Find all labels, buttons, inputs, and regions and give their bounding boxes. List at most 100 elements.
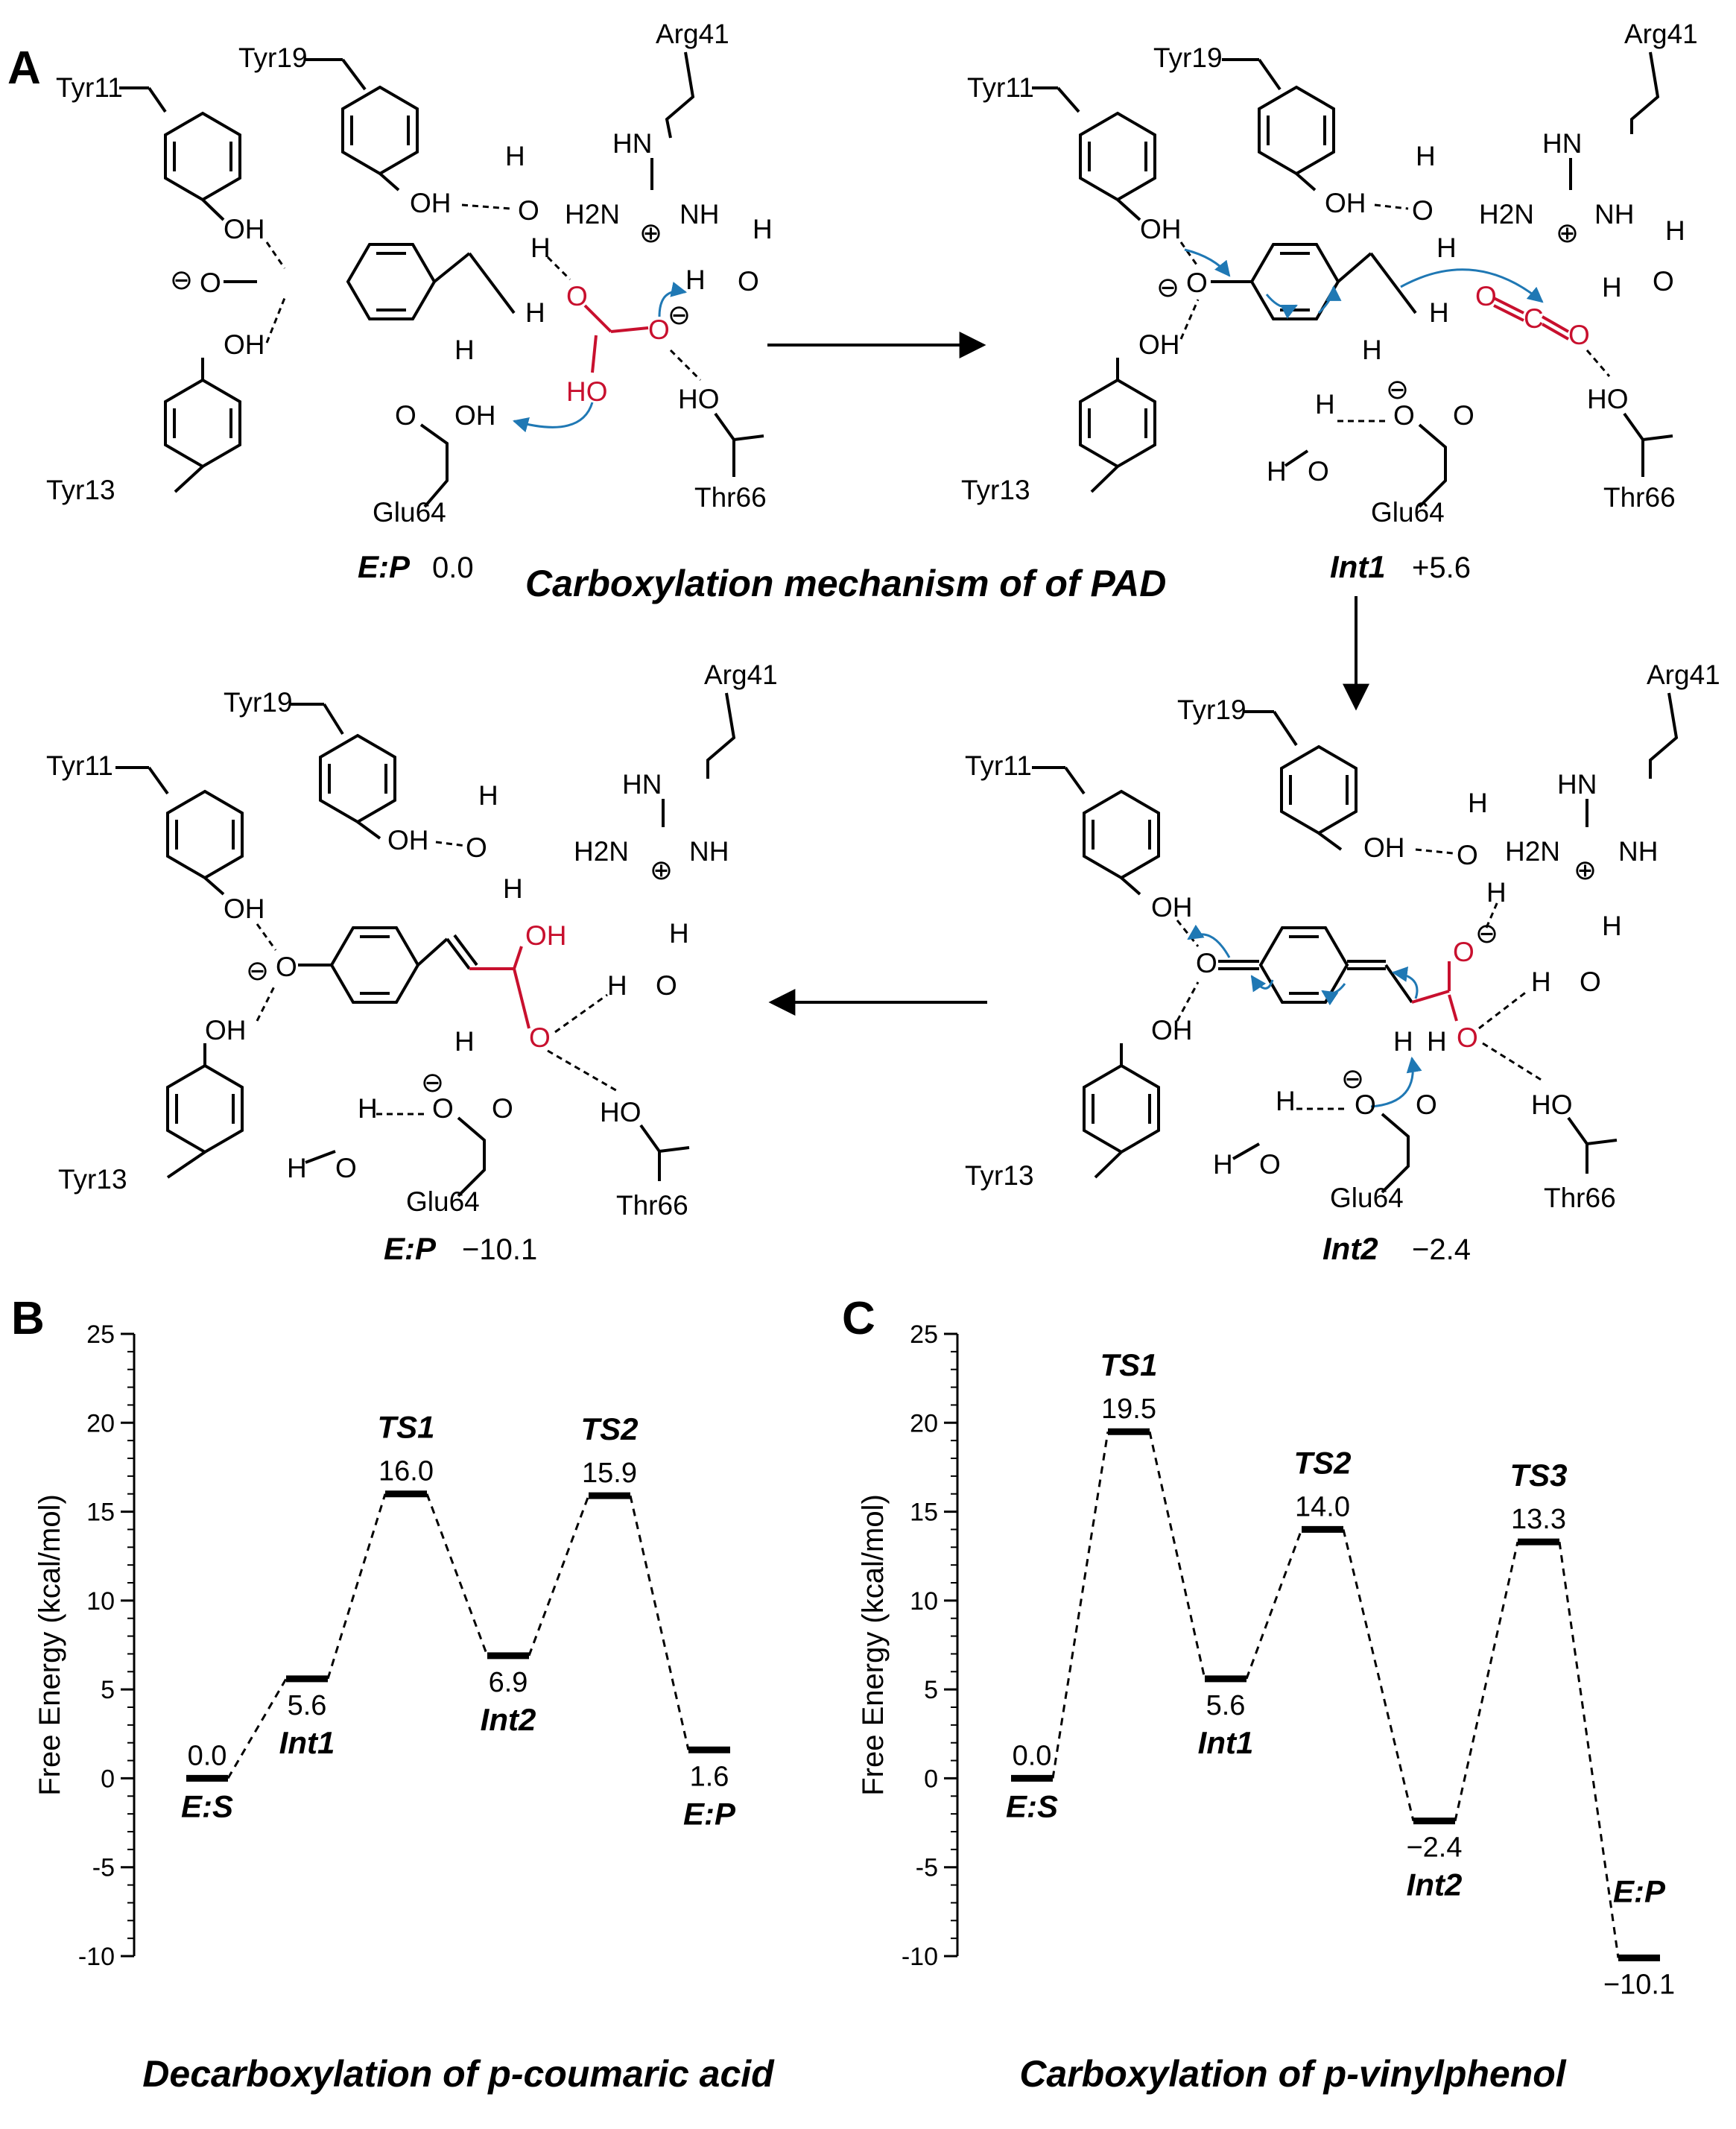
energy-value-label: 0.0: [1013, 1740, 1052, 1771]
atom-h: H: [358, 1093, 378, 1124]
atom-h: H: [454, 1026, 475, 1057]
atom-h: H: [503, 873, 523, 904]
atom-h: H: [1315, 389, 1335, 420]
energy-value-label: 0.0: [188, 1740, 227, 1771]
atom-h: H: [685, 265, 706, 295]
atom-ho: HO: [678, 384, 720, 414]
atom-h: H: [607, 970, 627, 1001]
connector-line: [226, 1678, 288, 1780]
atom-plus: ⊕: [1574, 855, 1597, 885]
state-label: Int2: [1407, 1867, 1463, 1902]
residue-label-glu64: Glu64: [1371, 497, 1445, 528]
atom-h: H: [1393, 1026, 1413, 1057]
energy-value-label: 1.6: [690, 1761, 729, 1792]
atom-h: H: [1531, 967, 1551, 997]
atom-h: H: [530, 232, 551, 263]
y-tick-label: 10: [86, 1587, 115, 1616]
atom-minus: ⊖: [668, 300, 691, 330]
atom-oh: OH: [1140, 214, 1182, 244]
energy-value-label: 6.9: [489, 1667, 528, 1698]
y-tick-label: 20: [86, 1409, 115, 1437]
residue-label-tyr11: Tyr11: [56, 72, 123, 103]
atom-ho: HO: [1531, 1089, 1573, 1120]
y-tick-label: -10: [902, 1943, 938, 1971]
atom-oh: OH: [1151, 1015, 1193, 1045]
state-name-4: E:P: [384, 1231, 437, 1266]
atom-hn: HN: [612, 128, 652, 159]
atom-o: O: [1355, 1089, 1376, 1120]
energy-value-label: −10.1: [1603, 1969, 1675, 2000]
scheme-state-2: Tyr11 OH Tyr19 OH O H H ⊖ O H H OH Tyr1: [961, 19, 1698, 584]
residue-label-tyr13: Tyr13: [46, 475, 115, 505]
atom-plus: ⊕: [1556, 218, 1579, 248]
atom-ho: HO: [600, 1097, 642, 1127]
atom-h: H: [525, 297, 545, 328]
atom-o: O: [1453, 937, 1474, 967]
state-label: Int1: [279, 1725, 335, 1760]
scheme-title: Carboxylation mechanism of of PAD: [525, 563, 1166, 604]
residue-label-tyr11: Tyr11: [967, 72, 1034, 103]
atom-ho: HO: [566, 376, 608, 407]
atom-o: O: [1568, 320, 1590, 350]
state-label: Int1: [1198, 1725, 1254, 1760]
atom-oh: OH: [454, 400, 496, 431]
chart-caption: Carboxylation of p-vinylphenol: [1019, 2053, 1566, 2095]
y-axis-label: Free Energy (kcal/mol): [34, 1494, 66, 1796]
atom-h: H: [1276, 1086, 1296, 1116]
residue-label-tyr11: Tyr11: [965, 750, 1032, 781]
y-tick-label: -5: [92, 1854, 115, 1882]
atom-o: O: [1412, 195, 1434, 226]
residue-label-tyr11: Tyr11: [46, 750, 113, 781]
atom-o: O: [1475, 281, 1497, 311]
residue-label-tyr13: Tyr13: [965, 1160, 1034, 1191]
state-label: TS2: [580, 1411, 638, 1446]
atom-minus: ⊖: [421, 1067, 444, 1098]
residue-label-arg41: Arg41: [656, 19, 729, 49]
connector-line: [326, 1493, 387, 1680]
residue-label-tyr13: Tyr13: [961, 475, 1030, 505]
atom-ho: HO: [1587, 384, 1629, 414]
atom-oh: OH: [387, 825, 429, 855]
atom-o: O: [656, 970, 677, 1001]
y-tick-label: 25: [910, 1320, 938, 1349]
atom-o: O: [1186, 268, 1208, 298]
atom-o: O: [1308, 456, 1329, 487]
atom-h: H: [669, 918, 689, 949]
state-label: TS3: [1510, 1458, 1567, 1493]
connector-line: [1342, 1529, 1415, 1822]
residue-label-arg41: Arg41: [1624, 19, 1698, 49]
state-name-1: E:P: [358, 549, 411, 584]
energy-value-label: 13.3: [1511, 1504, 1566, 1535]
energy-value-label: 14.0: [1295, 1491, 1350, 1522]
residue-label-arg41: Arg41: [1647, 659, 1720, 690]
atom-o: O: [1457, 840, 1478, 870]
state-energy-4: −10.1: [462, 1233, 537, 1266]
panel-label-a: A: [7, 42, 41, 94]
panel-label-b: B: [11, 1293, 45, 1344]
atom-h: H: [1267, 456, 1287, 487]
atom-c: C: [1524, 303, 1544, 334]
residue-label-tyr19: Tyr19: [238, 42, 308, 73]
atom-h: H: [1665, 215, 1685, 246]
atom-oh: OH: [1138, 329, 1180, 360]
atom-minus: ⊖: [1341, 1063, 1364, 1094]
state-label: E:P: [683, 1796, 736, 1831]
connector-line: [1148, 1431, 1206, 1680]
atom-h: H: [1602, 911, 1622, 941]
atom-h2n: H2N: [1505, 836, 1560, 867]
residue-label-thr66: Thr66: [1544, 1183, 1616, 1213]
atom-o: O: [1196, 948, 1217, 978]
state-label: E:P: [1613, 1873, 1666, 1908]
residue-label-tyr19: Tyr19: [224, 687, 293, 718]
atom-oh: OH: [1151, 892, 1193, 923]
atom-o: O: [1457, 1022, 1478, 1053]
atom-oh: OH: [525, 920, 567, 951]
state-label: Int2: [481, 1702, 536, 1737]
atom-oh: OH: [224, 214, 265, 244]
atom-plus: ⊕: [639, 218, 662, 248]
residue-label-tyr13: Tyr13: [58, 1164, 127, 1195]
y-tick-label: 0: [924, 1765, 938, 1793]
atom-oh: OH: [224, 329, 265, 360]
